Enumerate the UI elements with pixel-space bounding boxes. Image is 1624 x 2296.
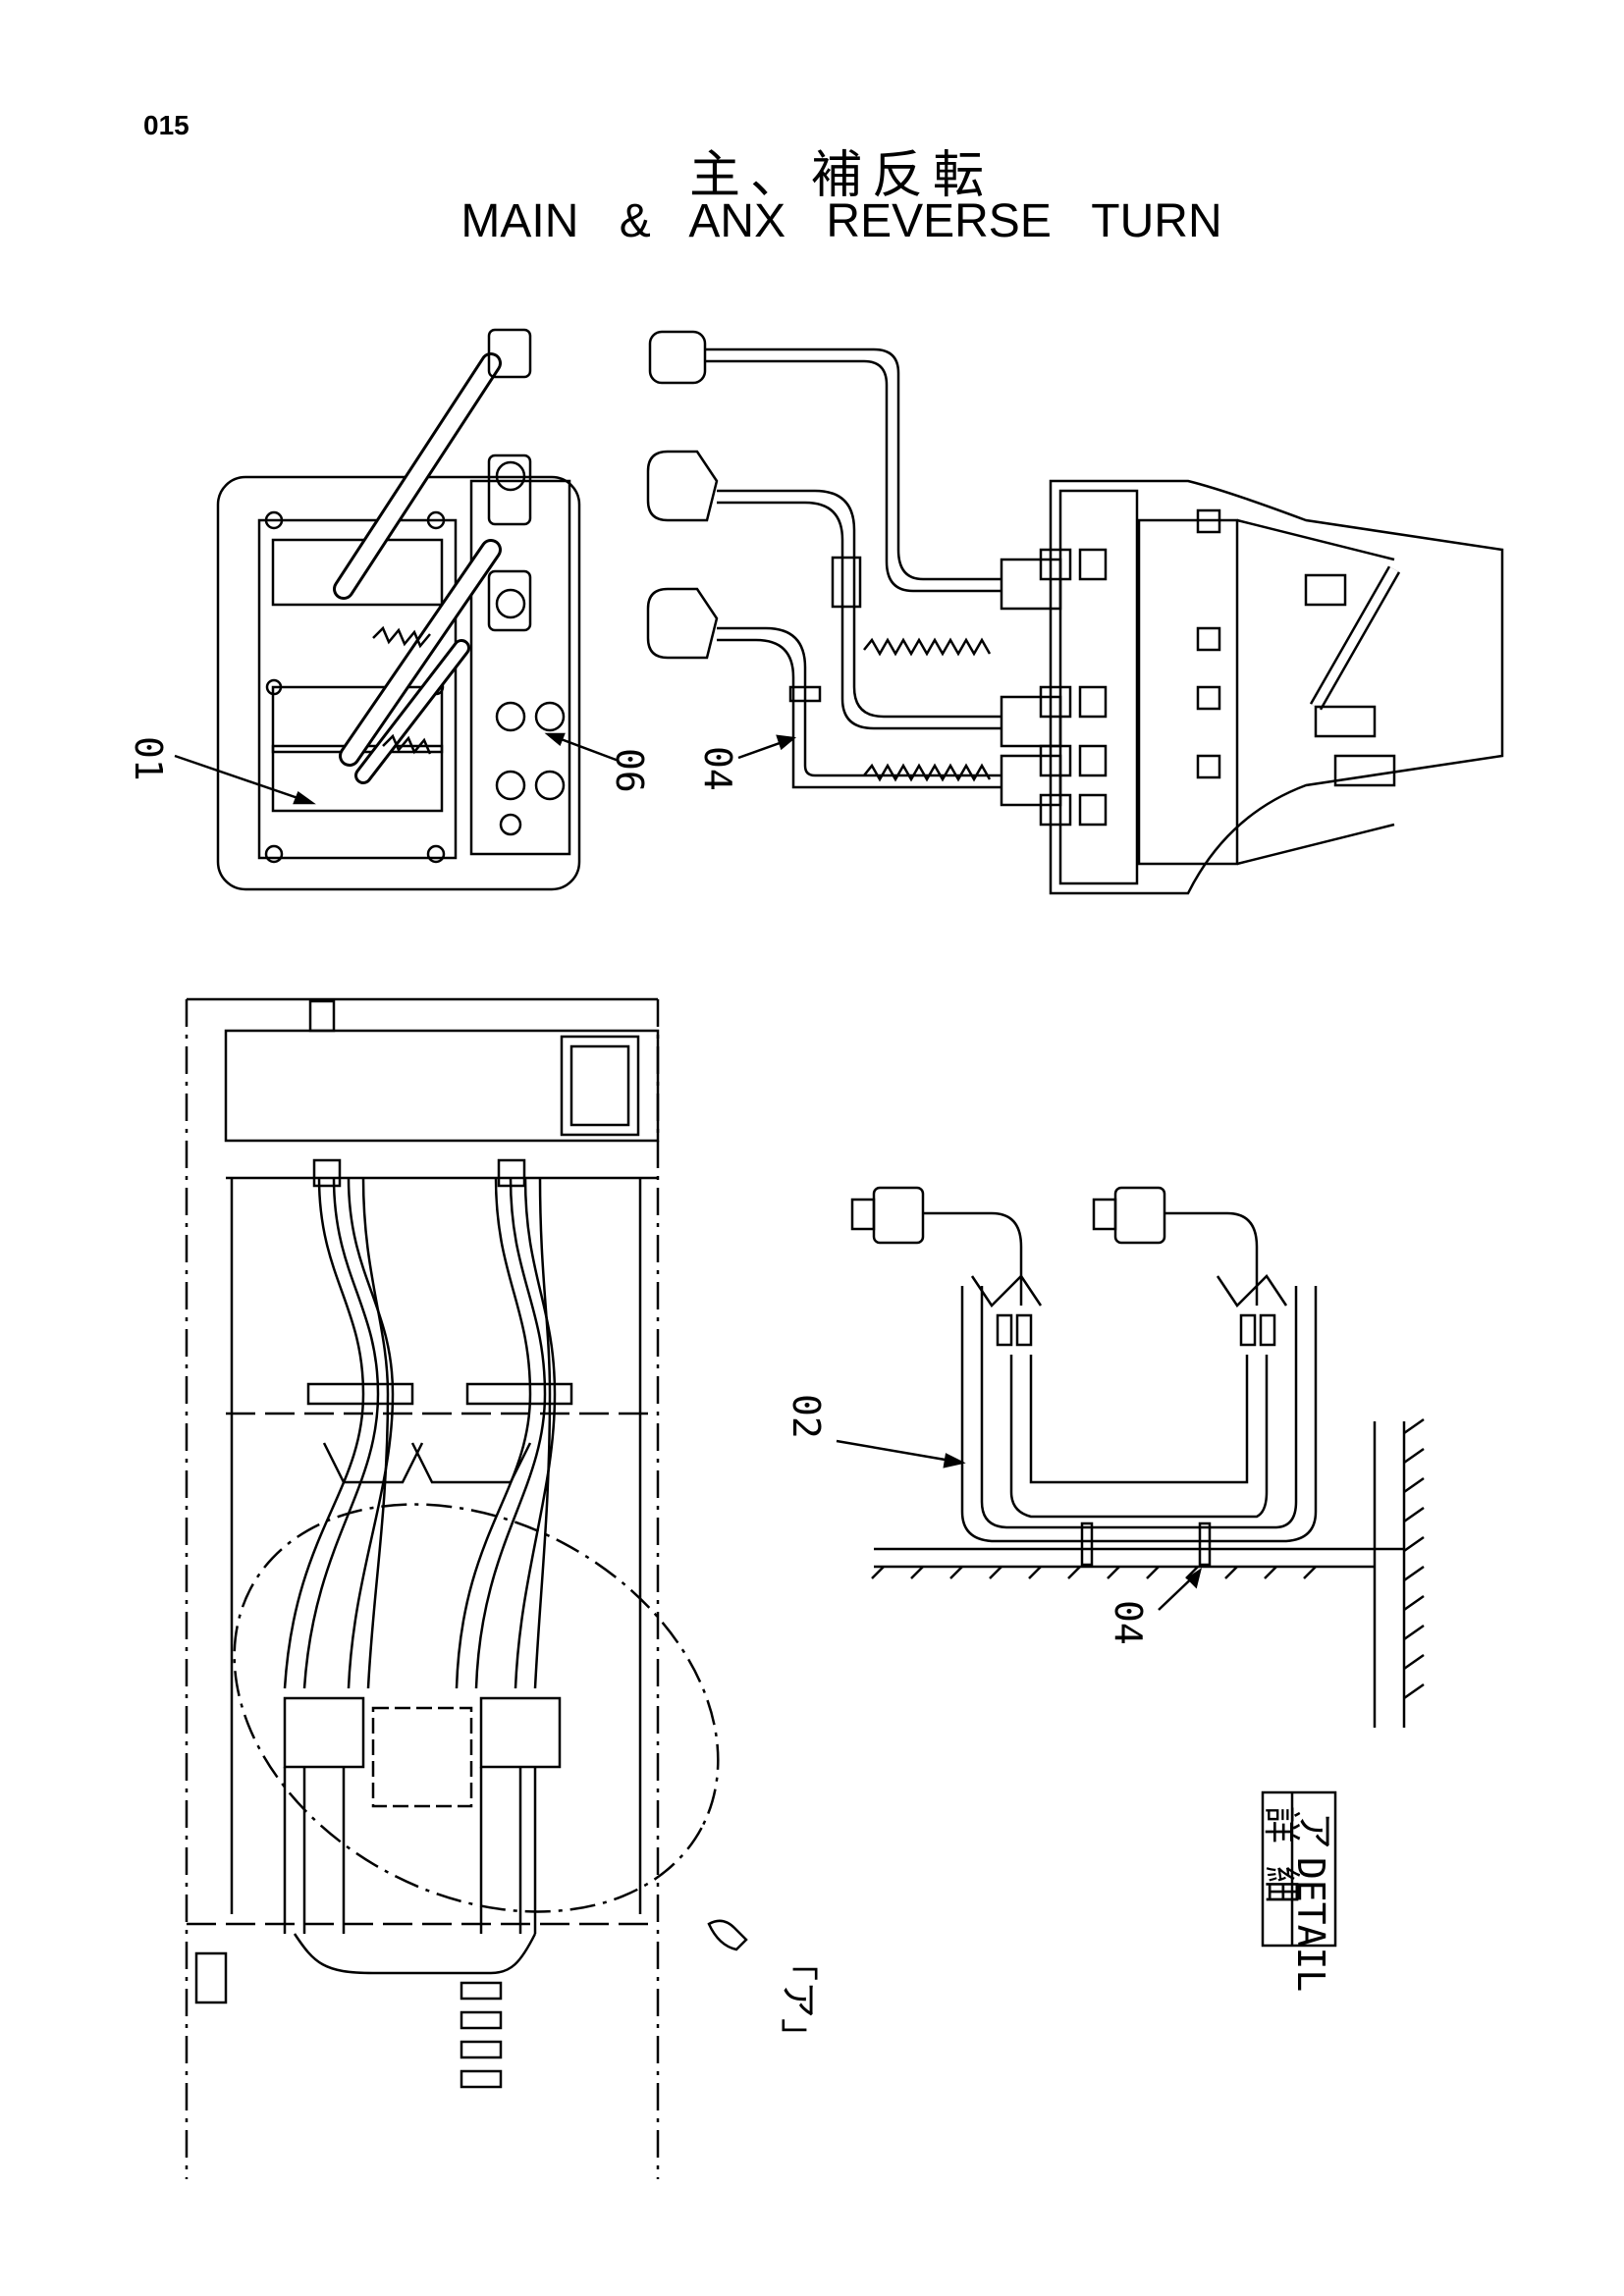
pressure-switch-hoses <box>646 330 1001 789</box>
title-english: MAIN & ANX REVERSE TURN <box>460 195 1222 247</box>
callout-01: 01 <box>127 736 170 781</box>
leader-02 <box>836 1439 963 1465</box>
detail-legend-box: 詳 細 DETAIL ア <box>1260 1790 1337 1992</box>
control-panel-view <box>216 328 581 891</box>
detail-reference-mark: 「ア」 <box>777 1944 820 2056</box>
callout-04-detail: 04 <box>1107 1600 1150 1645</box>
callout-02: 02 <box>785 1394 828 1439</box>
detail-box-english: DETAIL <box>1289 1857 1332 1992</box>
detail-view <box>850 1186 1425 1728</box>
detail-box-japanese: 詳 細 <box>1260 1806 1303 1903</box>
page-number: 015 <box>143 110 189 140</box>
callout-04-top: 04 <box>696 746 739 791</box>
valve-block-view <box>1000 479 1504 895</box>
detail-box-key: ア <box>1293 1812 1336 1849</box>
callout-06: 06 <box>608 748 651 793</box>
pointing-hand-icon <box>707 1919 748 1951</box>
frame-plan-view <box>185 997 720 2179</box>
title-japanese: 主、補反転 <box>688 146 994 205</box>
leader-01 <box>174 754 313 805</box>
